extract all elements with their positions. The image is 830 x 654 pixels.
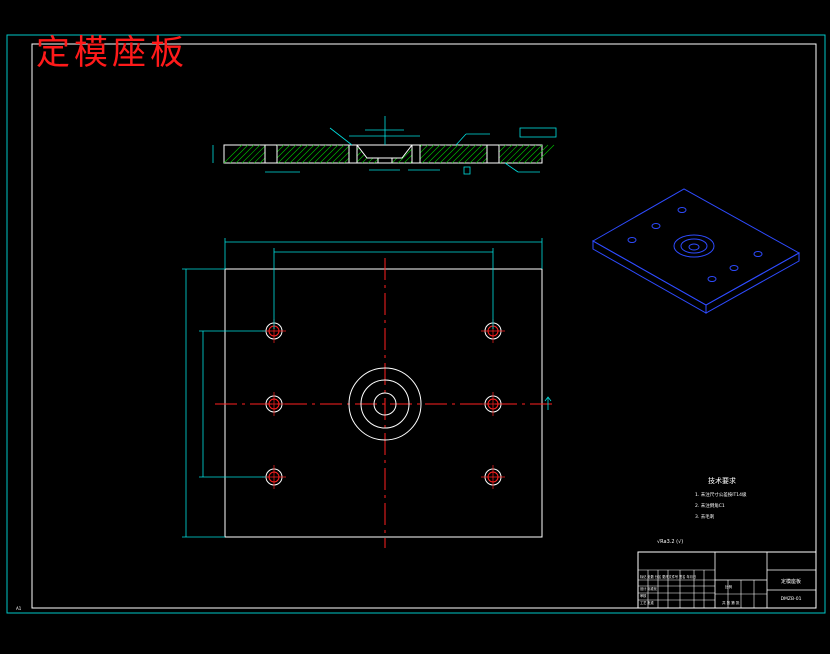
iso-center-ring-outer	[673, 234, 715, 258]
plan-view	[182, 238, 552, 548]
hatch-line	[289, 144, 309, 164]
plan-center-ring-inner	[373, 392, 397, 416]
tech-req-item: 2. 未注倒角C1	[695, 502, 725, 509]
section-hatch	[223, 144, 555, 164]
hatch-line	[319, 144, 339, 164]
hatch-line	[499, 144, 519, 164]
tech-req-item: 3. 去毛刺	[695, 513, 715, 520]
tech-req-heading: 技术要求	[708, 476, 736, 485]
section-bore-right	[486, 144, 500, 164]
hatch-line	[331, 144, 351, 164]
section-datum-box	[463, 166, 471, 175]
hatch-line	[523, 144, 543, 164]
hatch-line	[469, 144, 489, 164]
hatch-line	[301, 144, 321, 164]
section-center-recess	[355, 144, 414, 159]
hatch-line	[445, 144, 465, 164]
hatch-line	[223, 144, 243, 164]
iso-top-face	[591, 188, 801, 306]
hatch-line	[535, 144, 555, 164]
iso-center-ring-mid	[680, 238, 708, 254]
hatch-line	[463, 144, 483, 164]
roughness-note: √Ra3.2 (√)	[657, 539, 683, 545]
title-block-row: 审核	[640, 593, 647, 598]
iso-hole	[753, 251, 763, 257]
hatch-line	[247, 144, 267, 164]
hatch-line	[433, 144, 453, 164]
title-block-row: 工艺 批准	[640, 600, 655, 605]
hatch-line	[295, 144, 315, 164]
iso-hole	[651, 223, 661, 229]
hatch-line	[517, 144, 537, 164]
section-tolerance-frame	[519, 127, 557, 138]
section-sprue	[377, 157, 393, 164]
hatch-line	[241, 144, 261, 164]
section-view	[212, 116, 557, 175]
title-block-grid	[638, 569, 767, 608]
title-block-scale-label: 比例	[725, 584, 733, 589]
title-block-sheet-label: 共 张 第 张	[722, 600, 740, 605]
section-leader-right	[455, 133, 467, 146]
hatch-line	[313, 144, 333, 164]
title-block-drawing-code: DMZB-01	[781, 596, 802, 602]
hatch-line	[505, 144, 525, 164]
hatch-line	[439, 144, 459, 164]
tech-req-item: 1. 未注尺寸公差按IT14级	[695, 491, 747, 498]
hatch-line	[451, 144, 471, 164]
outer-frame	[6, 34, 826, 614]
hatch-line	[229, 144, 249, 164]
isometric-view	[591, 188, 801, 314]
iso-left-face	[592, 240, 707, 314]
technical-requirements: 技术要求 1. 未注尺寸公差按IT14级 2. 未注倒角C1 3. 去毛刺	[695, 476, 747, 520]
section-arrow-right	[544, 396, 552, 410]
title-block-part-name: 定模座板	[781, 578, 801, 585]
iso-bolt-holes	[627, 207, 763, 282]
section-bore-mid-left	[348, 144, 358, 164]
hatch-line	[421, 144, 441, 164]
hatch-line	[511, 144, 531, 164]
iso-right-face	[705, 252, 800, 314]
section-leader-bottom	[504, 162, 519, 173]
hatch-line	[277, 144, 297, 164]
iso-hole	[627, 237, 637, 243]
corner-label: A1	[16, 606, 22, 611]
hatch-line	[283, 144, 303, 164]
iso-hole	[707, 276, 717, 282]
iso-center-ring-inner	[688, 243, 700, 251]
title-block-row: 设计 标准化	[640, 586, 658, 591]
hatch-line	[427, 144, 447, 164]
hatch-line	[325, 144, 345, 164]
title-block: 定模座板 DMZB-01 标记 处数 分区 更改文件号 签名 年月日 设计 标准…	[637, 551, 817, 609]
hatch-line	[307, 144, 327, 164]
section-bore-left	[264, 144, 278, 164]
iso-hole	[729, 265, 739, 271]
inner-frame	[31, 43, 817, 609]
plan-center-ring-mid	[360, 379, 410, 429]
plan-plate	[224, 268, 543, 538]
section-dim-leader-a	[329, 127, 353, 146]
hatch-line	[235, 144, 255, 164]
iso-hole	[677, 207, 687, 213]
plan-center-ring-outer	[348, 367, 422, 441]
hatch-line	[457, 144, 477, 164]
hatch-line	[529, 144, 549, 164]
title-block-row: 标记 处数 分区 更改文件号 签名 年月日	[640, 574, 696, 579]
drawing-title: 定模座板	[36, 33, 188, 73]
section-bore-mid-right	[411, 144, 421, 164]
